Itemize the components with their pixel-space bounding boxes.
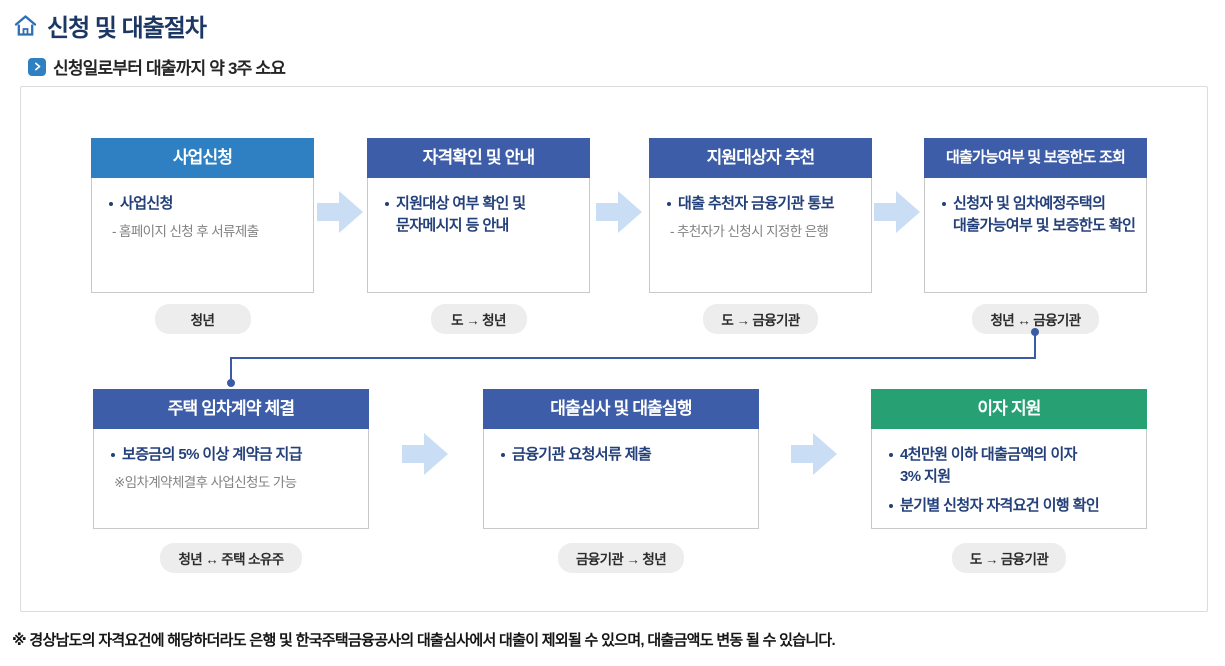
step-card-eligibility-check: 자격확인 및 안내 지원대상 여부 확인 및 문자메시지 등 안내 도 → 청년 bbox=[367, 138, 590, 334]
step-card: 사업신청 사업신청 - 홈페이지 신청 후 서류제출 bbox=[91, 138, 314, 293]
bullet-item: 신청자 및 임차예정주택의 대출가능여부 및 보증한도 확인 bbox=[941, 193, 1136, 237]
step-body: 지원대상 여부 확인 및 문자메시지 등 안내 bbox=[368, 178, 589, 237]
actor-pill: 도 → 금융기관 bbox=[703, 304, 818, 334]
step-title: 대출심사 및 대출실행 bbox=[483, 389, 759, 429]
step-body: 금융기관 요청서류 제출 bbox=[484, 429, 758, 466]
step-card: 대출가능여부 및 보증한도 조회 신청자 및 임차예정주택의 대출가능여부 및 … bbox=[924, 138, 1147, 293]
bullet-dot bbox=[385, 202, 389, 206]
flow-arrow-icon bbox=[791, 431, 839, 477]
bullet-dot bbox=[501, 453, 505, 457]
footnote: ※ 경상남도의 자격요건에 해당하더라도 은행 및 한국주택금융공사의 대출심사… bbox=[12, 632, 836, 649]
step-card: 대출심사 및 대출실행 금융기관 요청서류 제출 bbox=[483, 389, 759, 529]
page-title: 신청 및 대출절차 bbox=[47, 15, 207, 42]
connector-line-horizontal bbox=[230, 357, 1036, 359]
bullet-item: 금융기관 요청서류 제출 bbox=[500, 444, 748, 466]
home-icon bbox=[14, 15, 37, 36]
step-card-candidate-recommendation: 지원대상자 추천 대출 추천자 금융기관 통보 - 추천자가 신청시 지정한 은… bbox=[649, 138, 872, 334]
actor-pill: 도 → 금융기관 bbox=[951, 543, 1067, 573]
bullet-dot bbox=[109, 202, 113, 206]
bullet-dot bbox=[889, 503, 893, 508]
step-title: 지원대상자 추천 bbox=[649, 138, 872, 178]
flow-arrow-icon bbox=[317, 189, 365, 235]
step-card-lease-contract: 주택 임차계약 체결 보증금의 5% 이상 계약금 지급 ※임차계약체결후 사업… bbox=[93, 389, 369, 573]
actor-pill: 금융기관 → 청년 bbox=[557, 543, 685, 573]
step-title: 이자 지원 bbox=[871, 389, 1147, 429]
step-title: 주택 임차계약 체결 bbox=[93, 389, 369, 429]
bullet-dot bbox=[111, 453, 115, 457]
note-item: ※임차계약체결후 사업신청도 가능 bbox=[114, 474, 297, 490]
actor-pill: 도 → 청년 bbox=[430, 304, 527, 334]
flow-arrow-icon bbox=[402, 431, 450, 477]
bullet-dot bbox=[942, 202, 946, 206]
sub-item: - 추천자가 신청시 지정한 은행 bbox=[670, 223, 829, 239]
step-card-loan-review-execution: 대출심사 및 대출실행 금융기관 요청서류 제출 금융기관 → 청년 bbox=[483, 389, 759, 573]
flow-arrow-icon bbox=[596, 189, 644, 235]
bullet-item: 보증금의 5% 이상 계약금 지급 bbox=[110, 444, 358, 466]
process-board: 사업신청 사업신청 - 홈페이지 신청 후 서류제출 청년 자격확인 및 안내 … bbox=[20, 86, 1208, 612]
section-subtitle-row: 신청일로부터 대출까지 약 3주 소요 bbox=[28, 54, 286, 79]
sub-item: - 홈페이지 신청 후 서류제출 bbox=[112, 223, 259, 239]
step-title: 자격확인 및 안내 bbox=[367, 138, 590, 178]
step-body: 대출 추천자 금융기관 통보 - 추천자가 신청시 지정한 은행 bbox=[650, 178, 871, 241]
step-title: 사업신청 bbox=[91, 138, 314, 178]
step-body: 신청자 및 임차예정주택의 대출가능여부 및 보증한도 확인 bbox=[925, 178, 1146, 237]
page-header: 신청 및 대출절차 bbox=[12, 8, 207, 43]
bullet-dot bbox=[889, 453, 893, 457]
connector-dot-end bbox=[227, 379, 235, 387]
step-body: 4천만원 이하 대출금액의 이자 3% 지원 분기별 신청자 자격요건 이행 확… bbox=[872, 429, 1146, 516]
connector-line-vertical-right bbox=[1034, 332, 1036, 359]
bullet-item: 대출 추천자 금융기관 통보 bbox=[666, 193, 861, 215]
connector-line-vertical-left bbox=[230, 357, 232, 383]
step-card: 주택 임차계약 체결 보증금의 5% 이상 계약금 지급 ※임차계약체결후 사업… bbox=[93, 389, 369, 529]
bullet-item: 사업신청 bbox=[108, 193, 303, 215]
flow-arrow-icon bbox=[874, 189, 922, 235]
step-title: 대출가능여부 및 보증한도 조회 bbox=[924, 138, 1147, 178]
actor-pill: 청년 bbox=[154, 304, 251, 334]
step-card: 이자 지원 4천만원 이하 대출금액의 이자 3% 지원 분기별 신청자 자격요… bbox=[871, 389, 1147, 529]
step-card: 자격확인 및 안내 지원대상 여부 확인 및 문자메시지 등 안내 bbox=[367, 138, 590, 293]
step-card-interest-support: 이자 지원 4천만원 이하 대출금액의 이자 3% 지원 분기별 신청자 자격요… bbox=[871, 389, 1147, 573]
bullet-item: 지원대상 여부 확인 및 문자메시지 등 안내 bbox=[384, 193, 579, 237]
step-card-business-application: 사업신청 사업신청 - 홈페이지 신청 후 서류제출 청년 bbox=[91, 138, 314, 334]
actor-pill: 청년 ↔ 주택 소유주 bbox=[160, 543, 302, 573]
step-card: 지원대상자 추천 대출 추천자 금융기관 통보 - 추천자가 신청시 지정한 은… bbox=[649, 138, 872, 293]
step-body: 사업신청 - 홈페이지 신청 후 서류제출 bbox=[92, 178, 313, 241]
step-card-loan-availability-check: 대출가능여부 및 보증한도 조회 신청자 및 임차예정주택의 대출가능여부 및 … bbox=[924, 138, 1147, 334]
bullet-dot bbox=[667, 202, 671, 206]
chevron-right-icon bbox=[28, 57, 46, 76]
bullet-item: 4천만원 이하 대출금액의 이자 3% 지원 bbox=[888, 444, 1136, 488]
section-subtitle: 신청일로부터 대출까지 약 3주 소요 bbox=[53, 59, 286, 78]
bullet-item: 분기별 신청자 자격요건 이행 확인 bbox=[888, 495, 1136, 517]
step-body: 보증금의 5% 이상 계약금 지급 ※임차계약체결후 사업신청도 가능 bbox=[94, 429, 368, 492]
